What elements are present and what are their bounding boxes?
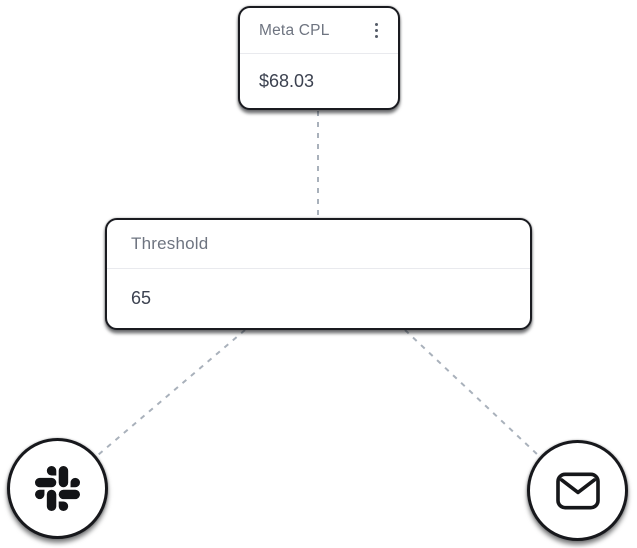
slack-icon: [35, 466, 80, 511]
threshold-node[interactable]: Threshold 65: [105, 218, 532, 330]
metric-value: $68.03: [259, 70, 315, 91]
edge-threshold-slack: [97, 329, 246, 456]
email-icon: [555, 472, 600, 509]
threshold-label: Threshold: [131, 234, 209, 253]
threshold-node-body[interactable]: 65: [107, 269, 530, 328]
kebab-menu-icon[interactable]: [369, 18, 384, 43]
metric-node-header: Meta CPL: [240, 8, 398, 54]
metric-node[interactable]: Meta CPL $68.03: [238, 6, 400, 110]
email-node[interactable]: [527, 440, 628, 541]
threshold-node-header: Threshold: [107, 220, 530, 269]
threshold-value: 65: [131, 288, 152, 308]
metric-node-body: $68.03: [240, 54, 398, 108]
edge-threshold-email: [404, 329, 540, 457]
metric-title: Meta CPL: [259, 21, 330, 39]
slack-node[interactable]: [7, 438, 108, 539]
